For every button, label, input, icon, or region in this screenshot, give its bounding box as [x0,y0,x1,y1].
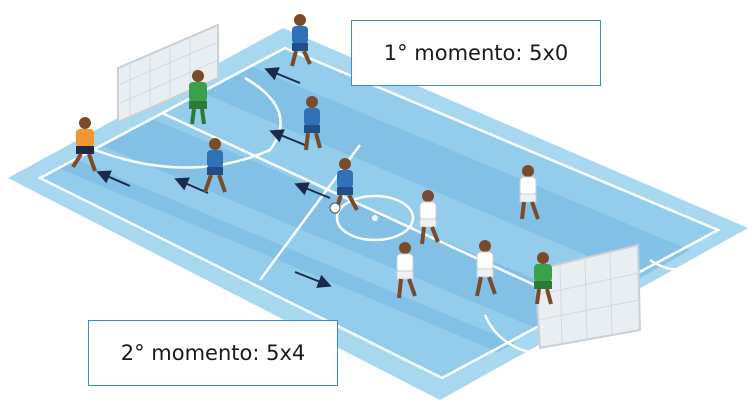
arrow-3 [174,177,209,194]
halfway-line [161,111,581,308]
arrow-1 [264,67,301,84]
center-spot [372,215,378,221]
player-white-2 [519,165,540,220]
player-blue-1 [290,14,312,67]
player-blue-3 [203,138,227,193]
goalkeeper-right [534,252,553,305]
player-white-3 [396,242,417,299]
ball [329,202,341,214]
label-second-moment: 2° momento: 5x4 [88,320,338,386]
player-orange [71,117,97,172]
left-goal [117,23,219,124]
player-white-4 [475,240,497,297]
arrow-2 [269,129,306,146]
player-white-1 [419,190,440,245]
left-goal-area [94,76,282,169]
arrow-6 [294,271,332,288]
player-blue-2 [304,96,322,151]
label-second-moment-text: 2° momento: 5x4 [120,341,306,365]
right-goal-area [483,257,706,357]
arrow-4 [96,170,131,187]
goalkeeper-left [189,70,207,125]
right-goal [533,243,642,350]
label-first-moment-text: 1° momento: 5x0 [383,41,569,65]
label-first-moment: 1° momento: 5x0 [351,20,601,86]
arrow-5 [294,182,331,199]
center-circle [335,194,415,242]
movement-arrows [96,67,332,288]
